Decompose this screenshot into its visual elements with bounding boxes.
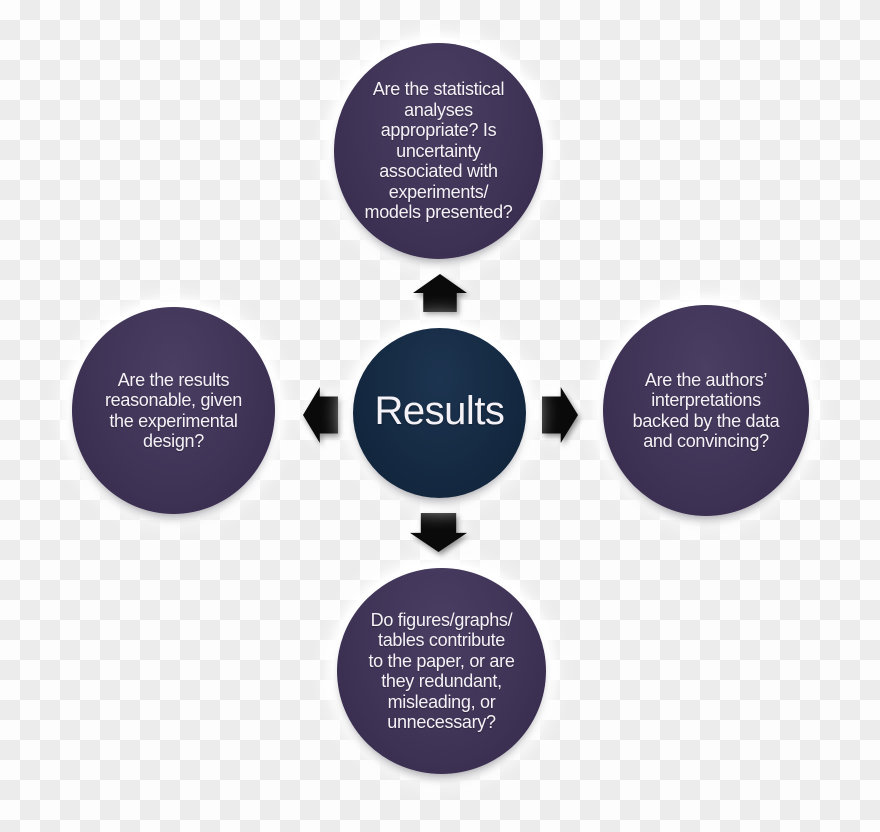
node-text: Are the statistical analyses appropriate… [365, 79, 513, 223]
arrow-up-icon [413, 274, 467, 312]
node-text-line: tables contribute [378, 630, 505, 650]
node-circle-left: Are the results reasonable, given the ex… [72, 307, 275, 514]
node-text-line: reasonable, given [104, 390, 242, 410]
results-center-circle: Results [353, 328, 526, 498]
node-text-line: Are the authors’ [644, 369, 768, 390]
node-circle-right: Are the authors’ interpretations backed … [603, 305, 809, 516]
node-text-line: to the paper, or are [368, 650, 515, 671]
arrow-down-icon [410, 513, 467, 552]
node-text: Do figures/graphs/ tables contribute to … [368, 610, 514, 733]
node-circle-bottom: Do figures/graphs/ tables contribute to … [337, 568, 546, 774]
node-text-line: uncertainty [396, 140, 481, 161]
node-text-line: they redundant, [381, 671, 502, 691]
node-text-line: analyses [404, 99, 473, 120]
arrow-right-icon [542, 387, 578, 443]
center-label: Results [374, 388, 505, 433]
node-text-line: appropriate? Is [380, 120, 497, 141]
node-text-line: experiments/ [388, 181, 489, 202]
node-text: Are the authors’ interpretations backed … [633, 370, 780, 452]
arrow-left-icon [303, 387, 338, 443]
node-text-line: misleading, or [387, 691, 496, 712]
node-text-line: interpretations [651, 390, 761, 410]
node-circle-top: Are the statistical analyses appropriate… [334, 43, 543, 259]
node-text-line: Are the statistical [372, 79, 505, 100]
node-text-line: Do figures/graphs/ [370, 609, 513, 630]
node-text-line: backed by the data [632, 410, 780, 431]
node-text-line: associated with [379, 161, 498, 182]
node-text-line: models presented? [364, 202, 513, 223]
node-text-line: Are the results [117, 369, 230, 390]
node-text-line: the experimental [109, 410, 238, 431]
node-text-line: unnecessary? [387, 712, 496, 732]
node-text-line: and convincing? [643, 431, 769, 451]
node-text-line: design? [143, 431, 204, 451]
node-text: Are the results reasonable, given the ex… [105, 370, 242, 452]
